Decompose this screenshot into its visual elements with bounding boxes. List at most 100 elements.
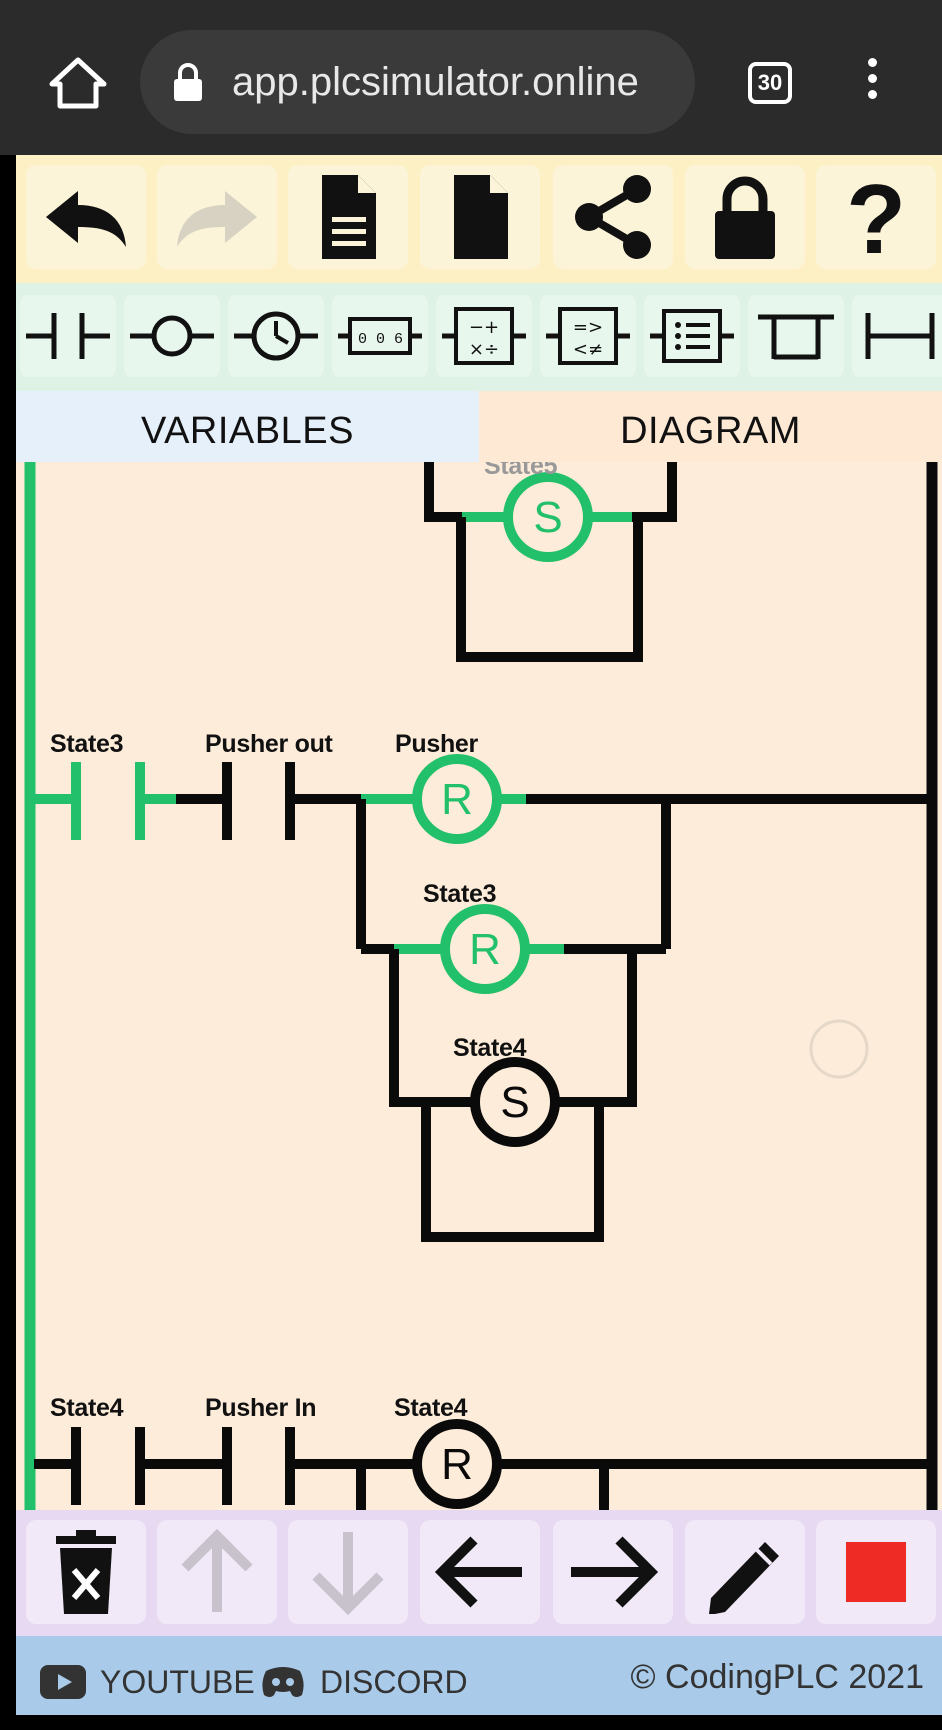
url-text: app.plcsimulator.online — [232, 60, 639, 104]
youtube-label: YOUTUBE — [100, 1663, 255, 1700]
undo-button[interactable] — [26, 165, 146, 269]
contact-label-pusher-out: Pusher out — [205, 730, 333, 758]
open-branch-button[interactable] — [748, 295, 844, 377]
delete-button[interactable] — [26, 1520, 146, 1624]
redo-icon — [177, 191, 257, 247]
coil-label-state4-reset: State4 — [394, 1394, 468, 1422]
coil-label-state5: State5 — [484, 462, 558, 480]
touch-indicator — [809, 1019, 869, 1079]
reset-coil-state4 — [412, 1419, 502, 1509]
compare-icon: => <≠ — [546, 307, 630, 365]
contact-label-state3: State3 — [50, 730, 124, 758]
svg-text:=>: => — [573, 317, 603, 338]
rung-3: R — [34, 1419, 932, 1510]
youtube-link[interactable]: YOUTUBE — [40, 1660, 255, 1704]
view-tabs: VARIABLES DIAGRAM — [16, 391, 942, 471]
contact-icon — [26, 313, 110, 359]
reset-coil-pusher — [412, 754, 502, 844]
add-timer-button[interactable] — [228, 295, 324, 377]
arrow-up-icon — [181, 1528, 253, 1612]
counter-icon: 0 0 6 — [338, 317, 422, 355]
gesture-bar — [0, 1715, 942, 1730]
web-page: ? — [16, 155, 942, 1730]
svg-text:R: R — [469, 925, 501, 974]
svg-text:0 0 6: 0 0 6 — [358, 331, 403, 348]
add-coil-button[interactable] — [124, 295, 220, 377]
contact-label-state4: State4 — [50, 1394, 124, 1422]
coil-icon — [130, 315, 214, 357]
coil-label-pusher: Pusher — [395, 730, 478, 758]
add-list-button[interactable] — [644, 295, 740, 377]
open-branch-icon — [758, 314, 834, 360]
rung-2: R R S — [34, 754, 932, 1242]
undo-icon — [46, 191, 126, 247]
svg-text:R: R — [441, 775, 473, 824]
footer: YOUTUBE DISCORD © CodingPLC 2021 — [16, 1636, 942, 1730]
browser-bar: app.plcsimulator.online 30 — [0, 0, 942, 155]
math-icon: −+ ×÷ — [442, 307, 526, 365]
move-left-button[interactable] — [420, 1520, 540, 1624]
move-up-button[interactable] — [157, 1520, 277, 1624]
ladder-canvas: S — [24, 462, 938, 1510]
padlock-icon — [715, 176, 775, 259]
edit-toolbar — [16, 1510, 942, 1636]
discord-icon — [262, 1667, 304, 1697]
youtube-icon — [40, 1665, 86, 1699]
stop-icon — [846, 1542, 906, 1602]
svg-text:×÷: ×÷ — [469, 339, 499, 360]
tab-variables[interactable]: VARIABLES — [16, 391, 479, 471]
ladder-diagram[interactable]: S — [16, 462, 942, 1510]
address-bar[interactable]: app.plcsimulator.online — [140, 30, 695, 134]
close-branch-icon — [865, 313, 935, 359]
coil-label-state4: State4 — [453, 1034, 527, 1062]
arrow-down-icon — [312, 1532, 384, 1616]
stop-button[interactable] — [816, 1520, 936, 1624]
close-branch-button[interactable] — [852, 295, 942, 377]
set-coil-state5 — [503, 472, 593, 562]
share-icon — [575, 175, 651, 259]
help-icon: ? — [846, 173, 906, 261]
help-button[interactable]: ? — [816, 165, 936, 269]
add-contact-button[interactable] — [20, 295, 116, 377]
copyright-text: © CodingPLC 2021 — [630, 1658, 924, 1696]
lock-icon — [174, 63, 202, 101]
coil-label-state3: State3 — [423, 880, 497, 908]
svg-text:−+: −+ — [469, 317, 499, 338]
svg-text:S: S — [500, 1078, 529, 1127]
reset-coil-state3 — [440, 904, 530, 994]
document-icon — [322, 175, 376, 259]
move-down-button[interactable] — [288, 1520, 408, 1624]
menu-icon[interactable] — [860, 58, 884, 108]
set-coil-state4 — [470, 1057, 560, 1147]
tab-switcher-button[interactable]: 30 — [748, 62, 792, 104]
move-right-button[interactable] — [553, 1520, 673, 1624]
arrow-left-icon — [434, 1536, 522, 1608]
trash-icon — [56, 1530, 116, 1614]
home-icon[interactable] — [48, 56, 108, 110]
svg-text:R: R — [441, 1440, 473, 1489]
svg-text:S: S — [533, 493, 562, 542]
add-counter-button[interactable]: 0 0 6 — [332, 295, 428, 377]
file-toolbar: ? — [16, 155, 942, 283]
pencil-icon — [709, 1542, 779, 1614]
rung-1-branch: S — [424, 462, 677, 662]
arrow-right-icon — [571, 1536, 659, 1608]
add-math-button[interactable]: −+ ×÷ — [436, 295, 532, 377]
tab-diagram[interactable]: DIAGRAM — [479, 391, 942, 471]
open-document-button[interactable] — [288, 165, 408, 269]
redo-button[interactable] — [157, 165, 277, 269]
timer-icon — [234, 311, 318, 361]
new-file-button[interactable] — [420, 165, 540, 269]
svg-text:?: ? — [846, 173, 906, 261]
add-compare-button[interactable]: => <≠ — [540, 295, 636, 377]
discord-link[interactable]: DISCORD — [260, 1660, 468, 1704]
discord-label: DISCORD — [320, 1663, 468, 1700]
edit-button[interactable] — [685, 1520, 805, 1624]
svg-text:<≠: <≠ — [573, 339, 603, 360]
list-icon — [650, 309, 734, 363]
lock-button[interactable] — [685, 165, 805, 269]
contact-label-pusher-in: Pusher In — [205, 1394, 317, 1422]
share-button[interactable] — [553, 165, 673, 269]
instruction-toolbar: 0 0 6 −+ ×÷ => <≠ — [16, 283, 942, 391]
